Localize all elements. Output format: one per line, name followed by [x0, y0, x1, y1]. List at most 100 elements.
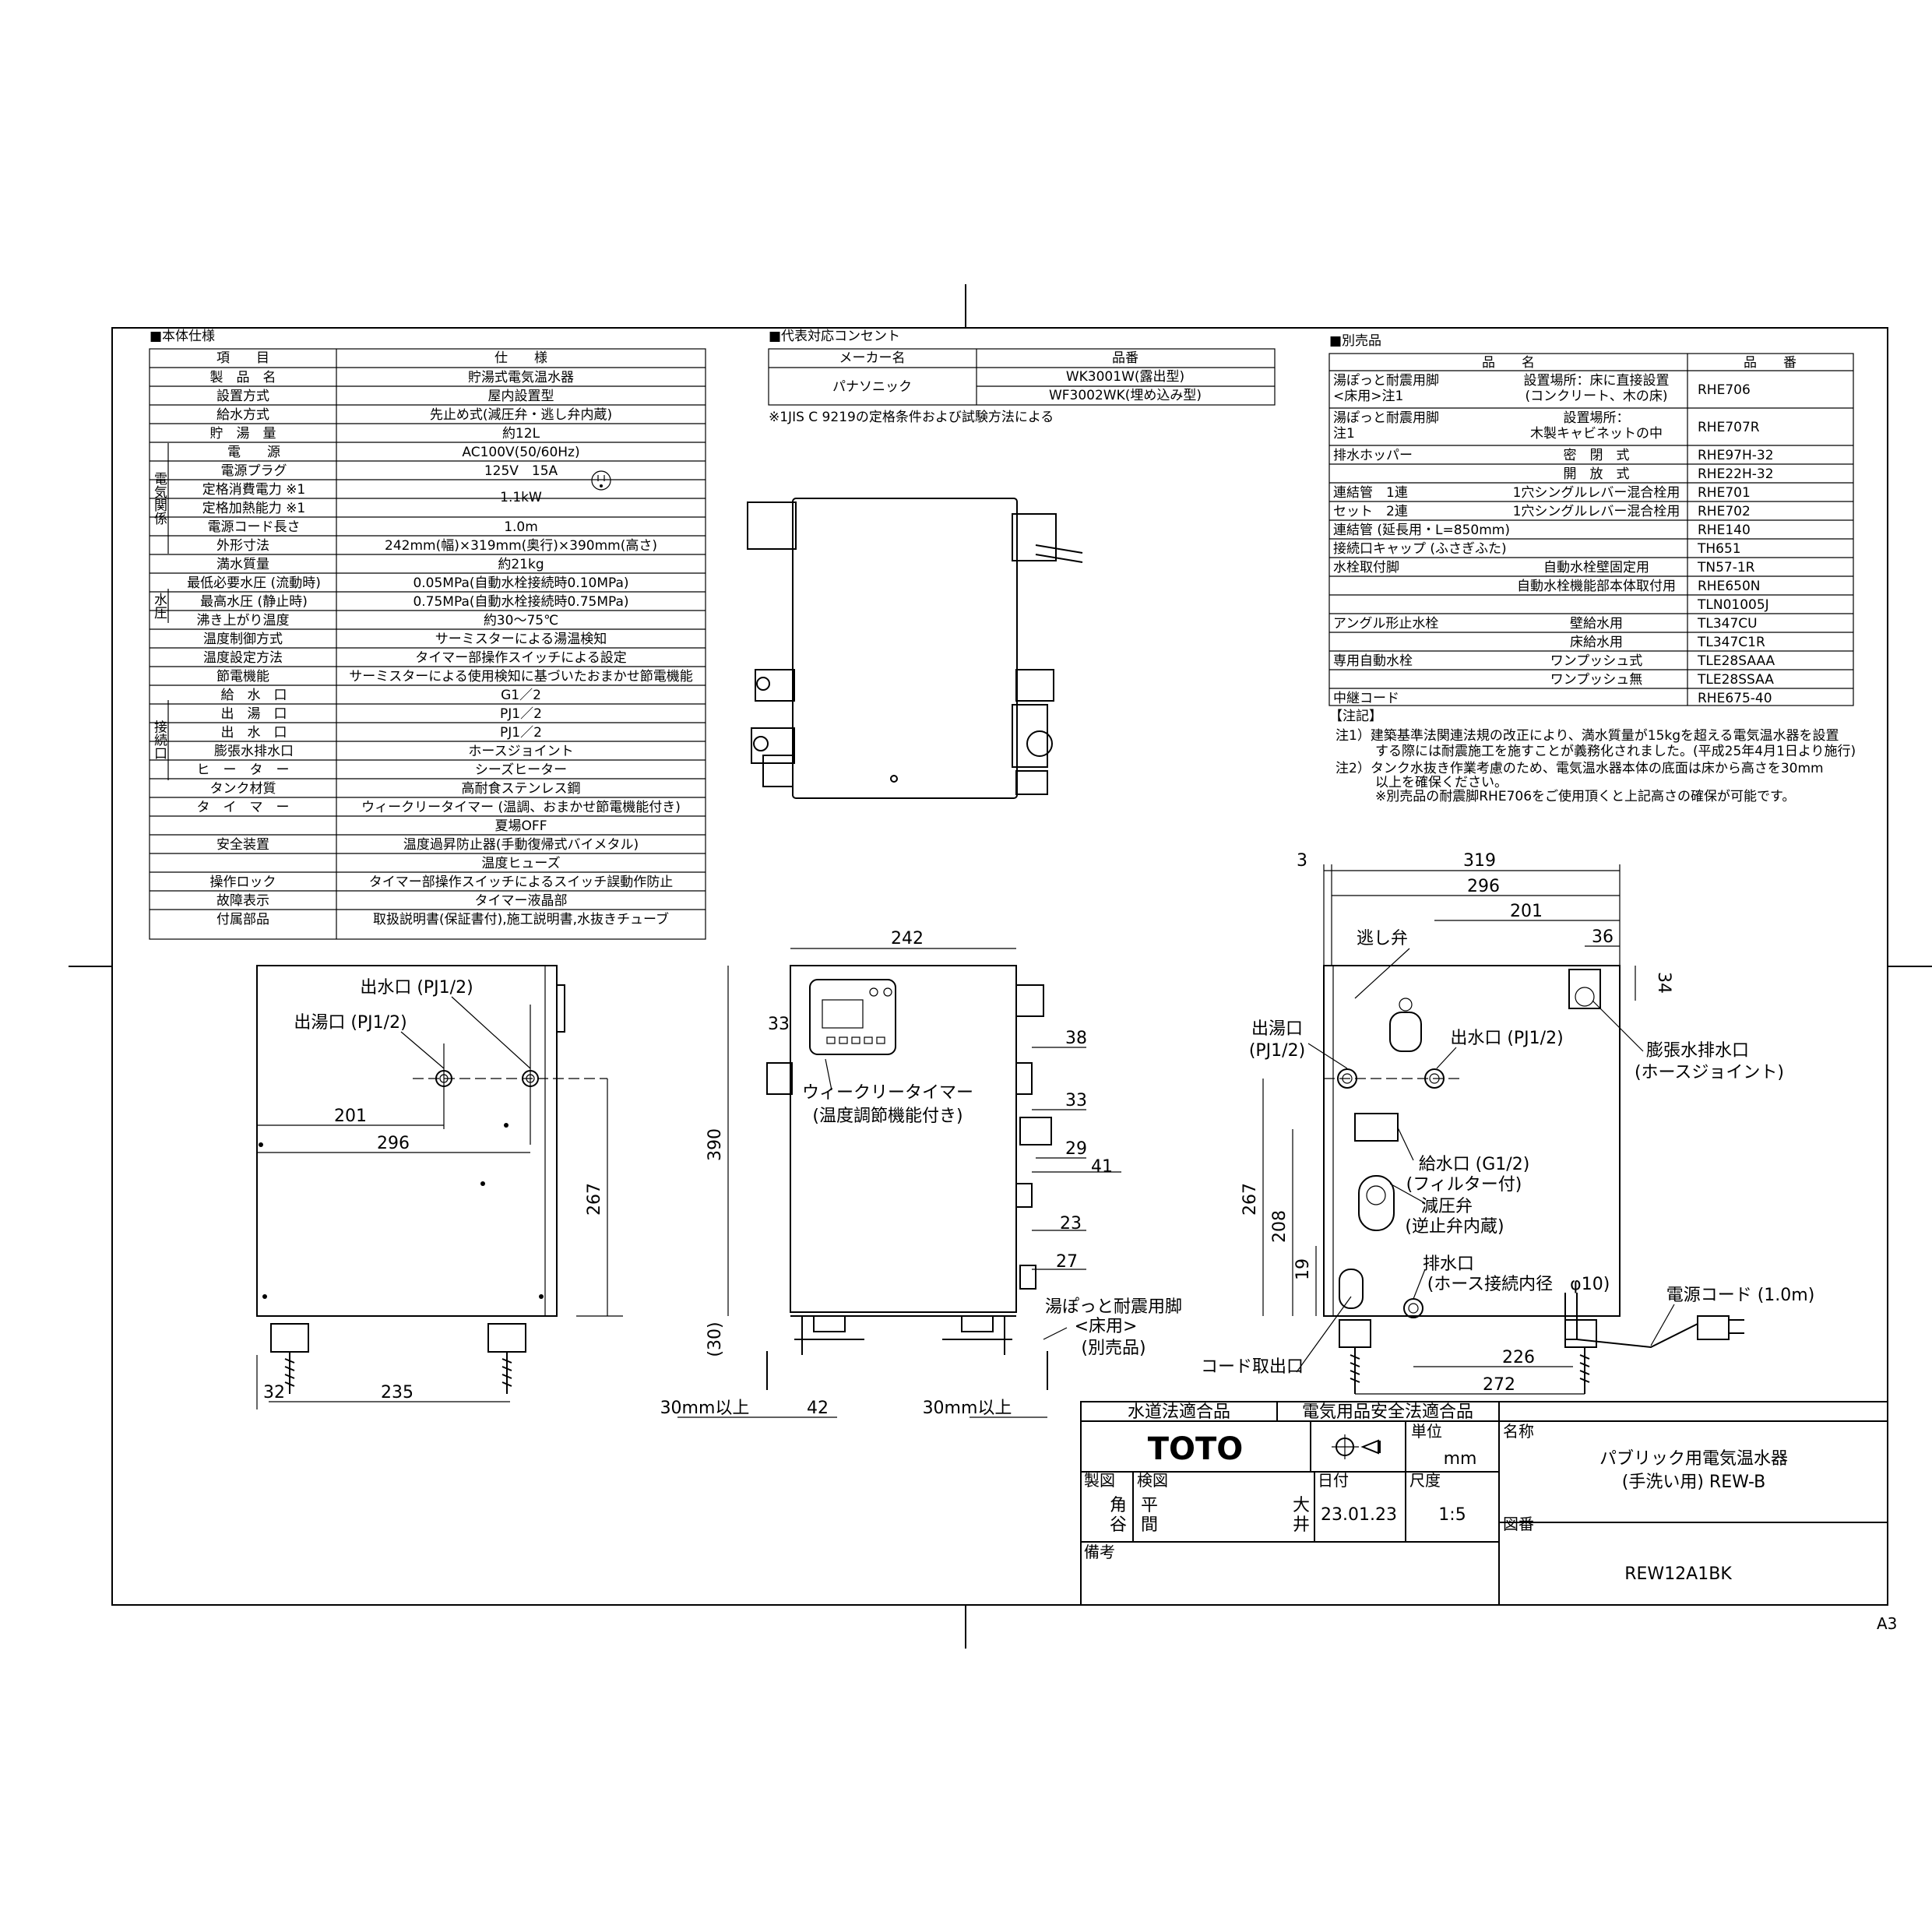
accessory-detail: 木製キャビネットの中 — [1530, 426, 1663, 442]
accessory-part-number: TLE28SSAA — [1697, 672, 1774, 688]
dim-19: 19 — [1293, 1258, 1313, 1280]
spec-value: シーズヒーター — [475, 762, 567, 778]
note-line-2: する際には耐震施工を施すことが義務化されました。(平成25年4月1日より施行) — [1336, 744, 1856, 759]
spec-table: ■本体仕様 項 目 仕 様 製 品 名貯湯式電気温水器設置方式屋内設置型給水方式… — [149, 329, 706, 940]
title-block: 水道法適合品 電気用品安全法適合品 TOTO 単位 mm 名称 パブリック用電気… — [1080, 1401, 1888, 1606]
spec-value: 屋内設置型 — [488, 389, 554, 404]
spec-item: 満水質量 — [216, 557, 269, 572]
product-name-2: (手洗い用) REW-B — [1622, 1473, 1765, 1492]
accessory-part-number: TN57-1R — [1697, 560, 1755, 575]
sheet-frame: A3 — [69, 284, 1932, 1649]
spec-item: 設置方式 — [216, 389, 269, 404]
label-outlet-water-front: 出水口 (PJ1/2) — [360, 978, 473, 998]
spec-item: タ イ マ ー — [197, 800, 290, 815]
spec-group-denki: 電気関係 — [151, 472, 167, 526]
label-reducer-a: 減圧弁 — [1421, 1197, 1473, 1216]
spec-value: タイマー部操作スイッチによる設定 — [415, 650, 627, 666]
dim-296-rear: 296 — [1467, 877, 1500, 896]
accessory-part-number: RHE701 — [1698, 485, 1751, 501]
label-outlet-hot-b: (PJ1/2) — [1249, 1041, 1305, 1061]
spec-value: G1／2 — [501, 688, 541, 703]
projection-symbol-icon — [1332, 1434, 1381, 1459]
accessory-part-number: TLE28SAAA — [1697, 653, 1775, 669]
accessory-detail: 1穴シングルレバー混合栓用 — [1513, 485, 1680, 501]
spec-value: AC100V(50/60Hz) — [462, 445, 579, 460]
dim-319: 319 — [1463, 851, 1496, 871]
spec-value: 242mm(幅)×319mm(奥行)×390mm(高さ) — [385, 538, 657, 554]
spec-value: ウィークリータイマー (温調、おまかせ節電機能付き) — [361, 800, 681, 815]
label-legs-b: <床用> — [1075, 1317, 1138, 1336]
label-legs-a: 湯ぽっと耐震用脚 — [1045, 1297, 1182, 1317]
spec-value: タイマー液晶部 — [475, 893, 568, 909]
spec-value: 0.75MPa(自動水栓接続時0.75MPa) — [413, 594, 628, 610]
accessory-table: ■別売品 品 名 品 番 湯ぽっと耐震用脚<床用>注1設置場所：床に直接設置(コ… — [1328, 333, 1854, 706]
spec-item: 故障表示 — [216, 893, 269, 909]
dim-390: 390 — [706, 1128, 725, 1161]
spec-value: ホースジョイント — [468, 744, 573, 759]
accessory-part-number: RHE702 — [1698, 504, 1751, 519]
spec-value: 温度過昇防止器(手動復帰式バイメタル) — [403, 837, 639, 853]
product-name-1: パブリック用電気温水器 — [1599, 1449, 1788, 1469]
accessory-name: 接続口キャップ (ふさぎふた) — [1333, 541, 1507, 557]
spec-value: サーミスターによる湯温検知 — [435, 632, 607, 647]
accessory-detail: 密 閉 式 — [1564, 448, 1630, 463]
rear-view: 3 319 296 201 36 34 267 208 19 226 272 逃… — [1201, 851, 1814, 1395]
approved-name-1: 大 — [1293, 1496, 1310, 1515]
spec-item: 付属部品 — [216, 912, 269, 927]
note-line-3: 注2）タンク水抜き作業考慮のため、電気温水器本体の底面は床から高さを30mm — [1336, 761, 1824, 776]
accessory-part-number: RHE140 — [1698, 523, 1751, 538]
dim-201-front: 201 — [334, 1107, 367, 1126]
accessory-detail: 床給水用 — [1570, 635, 1623, 650]
outlet-part-2: WF3002WK(埋め込み型) — [1049, 388, 1202, 403]
checked-name-1: 平 — [1141, 1496, 1158, 1515]
label-cord-exit: コード取出口 — [1201, 1357, 1304, 1377]
dim-30-side: (30) — [706, 1321, 725, 1357]
spec-item: 貯 湯 量 — [210, 426, 276, 442]
spec-item: タンク材質 — [210, 781, 276, 797]
accessory-detail: 壁給水用 — [1570, 616, 1623, 632]
date-value: 23.01.23 — [1321, 1505, 1397, 1525]
accessory-name: 注1 — [1333, 426, 1355, 442]
accessory-name: アングル形止水栓 — [1333, 616, 1438, 632]
dim-27: 27 — [1056, 1252, 1078, 1272]
dim-235: 235 — [381, 1383, 413, 1402]
outlet-table: ■代表対応コンセント メーカー名 品番 パナソニック WK3001W(露出型) … — [768, 329, 1276, 425]
label-legs-c: (別売品) — [1081, 1339, 1145, 1358]
spec-col-item: 項 目 — [216, 350, 269, 366]
spec-value: 125V 15A — [484, 463, 558, 479]
dim-32: 32 — [263, 1383, 285, 1402]
accessory-detail: 開 放 式 — [1564, 466, 1630, 482]
accessory-part-number: RHE22H-32 — [1698, 466, 1774, 482]
dim-267-front: 267 — [585, 1183, 604, 1216]
outlet-col-part: 品番 — [1112, 350, 1138, 366]
unit-label: 単位 — [1411, 1422, 1442, 1441]
outlet-maker: パナソニック — [832, 379, 912, 395]
accessory-name: セット 2連 — [1333, 504, 1408, 519]
label-drain-a: 排水口 — [1423, 1255, 1474, 1274]
dim-30mm-left: 30mm以上 — [660, 1399, 750, 1418]
label-reducer-b: (逆止弁内蔵) — [1405, 1217, 1504, 1237]
dim-33-left: 33 — [768, 1015, 790, 1034]
label-outlet-hot-a: 出湯口 — [1251, 1019, 1303, 1039]
spec-group-setsuzoku: 接続口 — [151, 720, 167, 759]
spec-item: 出 湯 口 — [221, 706, 287, 722]
spec-value: 約30〜75℃ — [484, 613, 558, 628]
note-line-1: 注1）建築基準法関連法規の改正により、満水質量が15kgを超える電気温水器を設置 — [1336, 728, 1839, 744]
spec-value: 温度ヒューズ — [481, 856, 560, 871]
accessory-part-number: RHE650N — [1698, 579, 1761, 594]
checked-label: 検図 — [1137, 1471, 1168, 1490]
spec-item: 出 水 口 — [221, 725, 287, 741]
accessory-name: 湯ぽっと耐震用脚 — [1333, 373, 1439, 389]
spec-item: 最高水圧 (静止時) — [200, 594, 308, 610]
accessory-name: <床用>注1 — [1333, 389, 1403, 404]
spec-item: 定格消費電力 ※1 — [202, 482, 305, 498]
label-drain-b: (ホース接続内径 φ10) — [1427, 1275, 1610, 1294]
scale-value: 1:5 — [1438, 1505, 1466, 1525]
accessory-detail: ワンプッシュ式 — [1550, 653, 1643, 669]
spec-value: 高耐食ステンレス鋼 — [462, 781, 581, 797]
accessory-detail: 自動水栓壁固定用 — [1543, 560, 1649, 575]
drawing-number: REW12A1BK — [1624, 1564, 1732, 1584]
accessory-part-number: TH651 — [1697, 541, 1741, 557]
